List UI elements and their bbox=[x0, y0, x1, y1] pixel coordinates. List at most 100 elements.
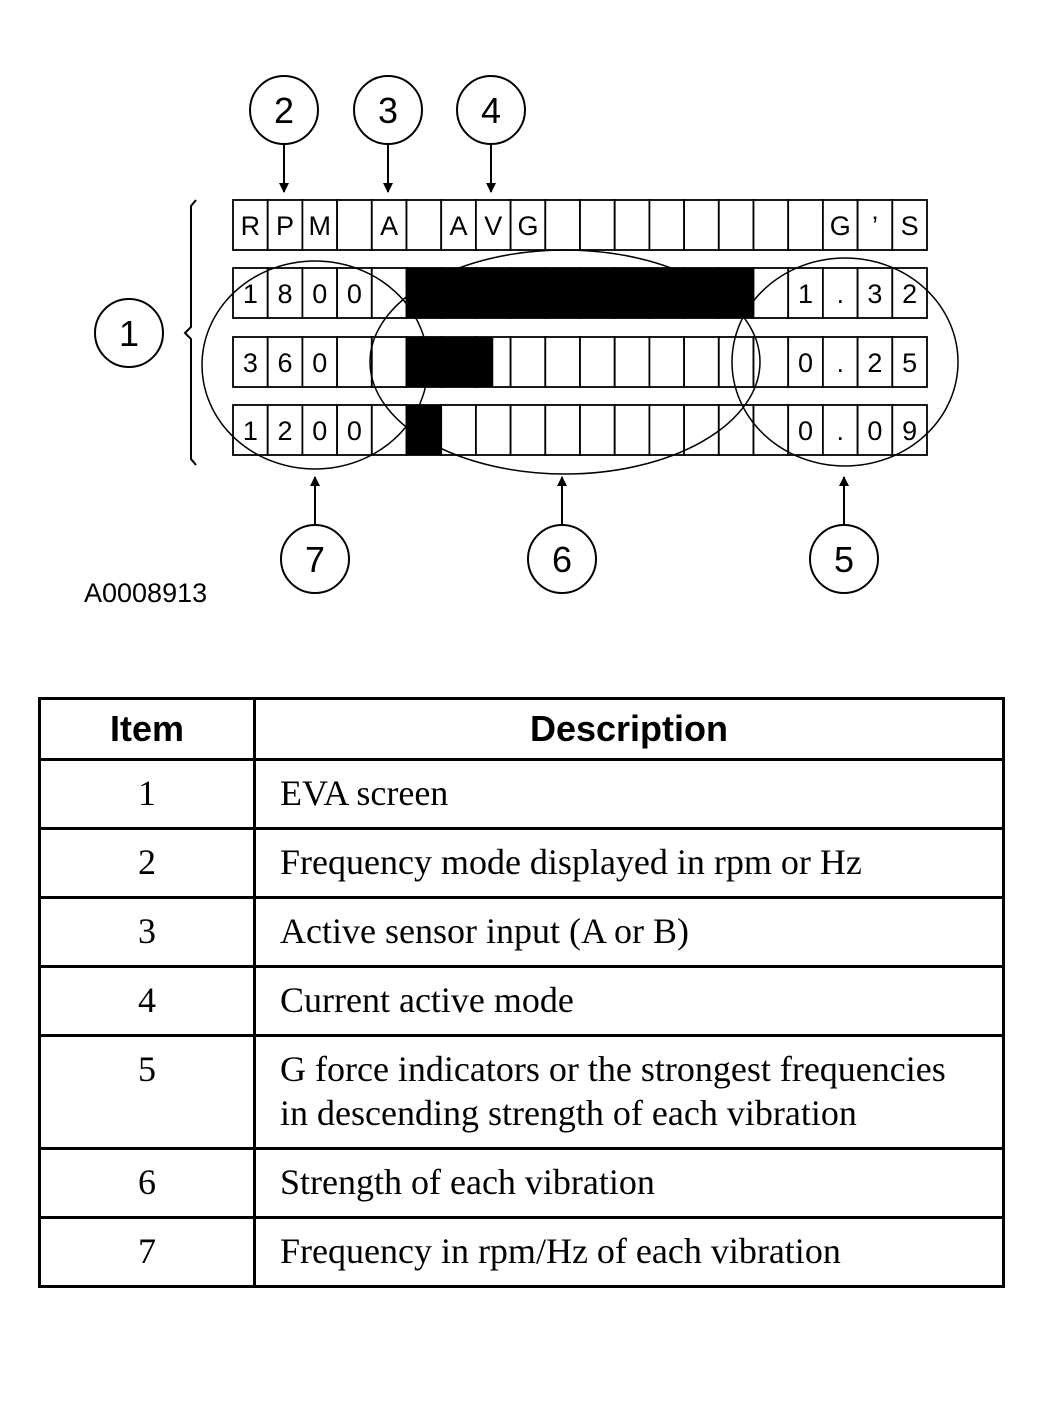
screen-cell bbox=[891, 336, 928, 388]
screen-cell bbox=[648, 336, 686, 388]
header-char: M bbox=[309, 211, 332, 241]
screen-cell bbox=[301, 267, 338, 319]
item-number: 7 bbox=[38, 1216, 256, 1288]
screen-cell bbox=[440, 199, 477, 251]
callout-1: 1 bbox=[94, 298, 164, 368]
header-char: A bbox=[380, 211, 398, 241]
callout-4: 4 bbox=[456, 75, 526, 193]
screen-cell bbox=[822, 336, 859, 388]
g-force-digit: 2 bbox=[867, 348, 882, 378]
legend-row: 2 Frequency mode displayed in rpm or Hz bbox=[38, 827, 1005, 899]
item-description: Frequency in rpm/Hz of each vibration bbox=[253, 1216, 1005, 1288]
frequency-digit: 6 bbox=[278, 348, 293, 378]
frequency-digit: 0 bbox=[312, 348, 327, 378]
item-number: 1 bbox=[38, 758, 256, 830]
frequency-digit: 0 bbox=[312, 279, 327, 309]
header-char: P bbox=[276, 211, 294, 241]
g-force-group-ellipse bbox=[731, 257, 959, 467]
frequency-digit: 0 bbox=[347, 279, 362, 309]
legend-header-row: Item Description bbox=[38, 697, 1005, 761]
screen-cell bbox=[613, 404, 651, 456]
screen-cell bbox=[787, 199, 824, 251]
g-force-digit: 0 bbox=[798, 416, 813, 446]
screen-cell bbox=[717, 404, 755, 456]
screen-cell bbox=[370, 267, 408, 319]
screen-cell bbox=[891, 199, 928, 251]
screen-cell bbox=[822, 404, 859, 456]
screen-cell bbox=[440, 404, 477, 456]
frequency-digit: 3 bbox=[243, 348, 258, 378]
frequency-digit: 1 bbox=[243, 279, 258, 309]
screen-cell bbox=[232, 336, 269, 388]
strength-bar bbox=[406, 337, 494, 387]
screen-cell bbox=[648, 199, 686, 251]
frequency-digit: 8 bbox=[278, 279, 293, 309]
screen-cell bbox=[752, 267, 790, 319]
frequency-digit: 2 bbox=[278, 416, 293, 446]
screen-cell bbox=[301, 404, 338, 456]
header-char: G bbox=[830, 211, 851, 241]
screen-cell bbox=[301, 199, 338, 251]
screen-cell bbox=[856, 199, 894, 251]
g-force-digit: 0 bbox=[867, 416, 882, 446]
screen-cell bbox=[544, 336, 581, 388]
item-description: Active sensor input (A or B) bbox=[253, 896, 1005, 968]
legend-row: 5 G force indicators or the strongest fr… bbox=[38, 1034, 1005, 1150]
legend-row: 1 EVA screen bbox=[38, 758, 1005, 830]
svg-text:3: 3 bbox=[378, 90, 398, 131]
screen-cell bbox=[370, 336, 408, 388]
callout-6: 6 bbox=[527, 476, 597, 594]
g-force-digit: 3 bbox=[867, 279, 882, 309]
callout-5: 5 bbox=[809, 476, 879, 594]
callout-7: 7 bbox=[280, 476, 350, 594]
header-char: V bbox=[484, 211, 502, 241]
screen-cell bbox=[336, 404, 373, 456]
callout-3: 3 bbox=[353, 75, 423, 193]
callout-2: 2 bbox=[249, 75, 319, 193]
item-number: 5 bbox=[38, 1034, 256, 1150]
screen-cell bbox=[579, 404, 616, 456]
screen-cell bbox=[266, 199, 304, 251]
screen-cell bbox=[787, 336, 824, 388]
item-description: Current active mode bbox=[253, 965, 1005, 1037]
frequency-digit: 0 bbox=[312, 416, 327, 446]
header-char: R bbox=[241, 211, 261, 241]
screen-cell bbox=[370, 404, 408, 456]
screen-cell bbox=[509, 404, 547, 456]
legend-row: 3 Active sensor input (A or B) bbox=[38, 896, 1005, 968]
svg-text:5: 5 bbox=[834, 539, 854, 580]
screen-cell bbox=[683, 336, 720, 388]
svg-text:2: 2 bbox=[274, 90, 294, 131]
header-char: A bbox=[450, 211, 468, 241]
screen-cell bbox=[579, 336, 616, 388]
screen-cell bbox=[232, 199, 269, 251]
figure-id: A0008913 bbox=[84, 578, 207, 608]
screen-cell bbox=[752, 336, 790, 388]
svg-text:1: 1 bbox=[119, 313, 139, 354]
legend-row: 7 Frequency in rpm/Hz of each vibration bbox=[38, 1216, 1005, 1288]
svg-text:4: 4 bbox=[481, 90, 501, 131]
screen-cell bbox=[856, 267, 894, 319]
screen-cell bbox=[683, 199, 720, 251]
screen-cell bbox=[266, 404, 304, 456]
strength-bar bbox=[406, 268, 754, 318]
description-column-header: Description bbox=[253, 697, 1005, 761]
svg-text:6: 6 bbox=[552, 539, 572, 580]
strength-bar bbox=[406, 405, 442, 455]
item-column-header: Item bbox=[38, 697, 256, 761]
screen-cell bbox=[544, 404, 581, 456]
item-number: 4 bbox=[38, 965, 256, 1037]
strength-group-ellipse bbox=[369, 249, 761, 475]
header-char: ’ bbox=[872, 211, 878, 241]
item-description: G force indicators or the strongest freq… bbox=[253, 1034, 1005, 1150]
item-description: Frequency mode displayed in rpm or Hz bbox=[253, 827, 1005, 899]
screen-cell bbox=[752, 199, 790, 251]
frequency-group-ellipse bbox=[201, 260, 429, 470]
screen-cell bbox=[613, 199, 651, 251]
screen-cell bbox=[509, 199, 547, 251]
screen-cell bbox=[474, 404, 512, 456]
legend-table: Item Description 1 EVA screen 2 Frequenc… bbox=[38, 697, 1005, 1288]
screen-bracket bbox=[183, 199, 197, 466]
header-char: S bbox=[901, 211, 919, 241]
g-force-digit: 0 bbox=[798, 348, 813, 378]
